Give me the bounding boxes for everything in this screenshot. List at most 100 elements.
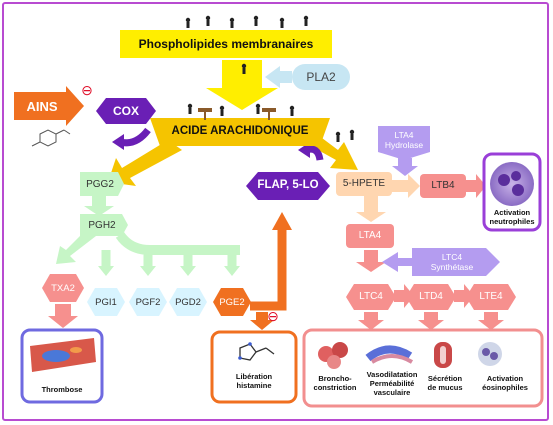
ltc4-synthetase-line1: LTC4 xyxy=(441,252,463,262)
pgi1-shape xyxy=(87,288,125,316)
broncho-label: Broncho- constriction xyxy=(306,374,364,392)
figures-top xyxy=(185,15,355,142)
histamine-box xyxy=(210,330,298,404)
arrow-ltd4-lte4 xyxy=(454,284,474,308)
arrow-pla2 xyxy=(265,66,292,88)
ltb4-shape xyxy=(420,174,466,198)
ltc4-synthetase-line2: Synthétase xyxy=(430,262,474,272)
vaso-illustration xyxy=(365,345,414,364)
mucus-illustration xyxy=(434,342,452,368)
arrow-ltc4-ltd4 xyxy=(394,284,414,308)
mucus-line1: Sécrétion xyxy=(427,374,463,383)
vaso-label: Vasodilatation Perméabilité vasculaire xyxy=(360,370,424,397)
arrow-pgg2-pgh2 xyxy=(84,195,114,216)
pla2-label: PLA2 xyxy=(306,70,336,84)
flap-hexagon xyxy=(246,172,330,200)
lta4-hydrolase-shape xyxy=(378,126,430,160)
txa2-shape xyxy=(42,274,84,302)
arrow-ltb4-neutro xyxy=(466,174,486,198)
arrow-synthetase xyxy=(382,252,414,272)
broncho-line1: Broncho- xyxy=(318,374,352,383)
arrow-pgh2-branch xyxy=(115,232,240,255)
outer-frame xyxy=(2,2,549,421)
arrow-lta4-ltc4 xyxy=(356,250,386,272)
lta4-shape xyxy=(346,224,394,248)
arrow-hpete-ltb4 xyxy=(392,174,420,198)
txa2-label: TXA2 xyxy=(51,283,75,294)
hpete-label: 5-HPETE xyxy=(342,178,386,189)
thrombose-illustration xyxy=(30,338,96,372)
ltc4-synthetase-label: LTC4 Synthétase xyxy=(412,252,492,272)
lta4-hydrolase-line2: Hydrolase xyxy=(384,140,424,150)
pgd2-shape xyxy=(169,288,207,316)
cox-hexagon xyxy=(96,98,156,124)
arrow-pge2-flap xyxy=(250,228,287,311)
neutrophiles-line2: neutrophiles xyxy=(489,217,535,226)
histamine-label: Libération histamine xyxy=(212,372,296,390)
phospholipides-box xyxy=(120,30,332,58)
pgd2-label: PGD2 xyxy=(175,297,201,308)
ains-arrow-shape xyxy=(14,86,84,126)
acide-label: ACIDE ARACHIDONIQUE xyxy=(171,125,309,137)
arrow-acide-to-pgg2 xyxy=(108,140,182,186)
arrow-cox-curve xyxy=(119,127,151,147)
pgh2-label: PGH2 xyxy=(88,220,116,231)
pge2-shape xyxy=(213,288,251,316)
eosino-line1: Activation xyxy=(486,374,524,383)
pgi1-label: PGI1 xyxy=(95,297,117,308)
phospholipides-label: Phospholipides membranaires xyxy=(138,37,314,51)
histamine-line1: Libération xyxy=(235,372,273,381)
pgg2-label: PGG2 xyxy=(86,179,114,190)
arrow-hydrolase xyxy=(392,158,418,176)
pge2-minus-icon: ⊖ xyxy=(267,308,279,324)
ains-molecule xyxy=(31,129,71,147)
arrow-phospho-to-acide xyxy=(206,60,278,110)
histamine-line2: histamine xyxy=(236,381,272,390)
vaso-line1: Vasodilatation xyxy=(366,370,418,379)
ltc4-shape xyxy=(346,284,396,310)
ltc4-synthetase-shape xyxy=(412,248,500,276)
pgg2-shape xyxy=(80,172,124,196)
ltd4-label: LTD4 xyxy=(419,291,443,302)
eosinophile-cell xyxy=(478,342,502,366)
pgf2-label: PGF2 xyxy=(135,297,161,308)
signposts xyxy=(198,108,276,120)
eosino-label: Activation éosinophiles xyxy=(472,374,538,392)
ltd4-shape xyxy=(406,284,456,310)
thrombose-label: Thrombose xyxy=(41,385,83,394)
pla2-pill xyxy=(292,64,350,90)
lta4-hydrolase-label: LTA4 Hydrolase xyxy=(378,130,430,150)
broncho-line2: constriction xyxy=(313,383,357,392)
acide-shape xyxy=(150,118,330,146)
arrow-txa2-thrombose xyxy=(48,304,78,328)
cox-label: COX xyxy=(112,104,139,118)
pgh2-shape xyxy=(80,214,128,236)
vaso-line2: Perméabilité xyxy=(369,379,415,388)
ains-minus-icon: ⊖ xyxy=(81,82,93,98)
lte4-label: LTE4 xyxy=(479,291,503,302)
lta4-hydrolase-line1: LTA4 xyxy=(394,130,414,140)
neutrophiles-line1: Activation xyxy=(493,208,531,217)
arrow-hpete-lta4 xyxy=(356,196,386,222)
vaso-line3: vasculaire xyxy=(373,388,411,397)
ltc4-label: LTC4 xyxy=(359,291,383,302)
neutrophile-cell xyxy=(490,162,534,206)
lte4-shape xyxy=(466,284,516,310)
pgf2-shape xyxy=(129,288,167,316)
pge2-label: PGE2 xyxy=(219,297,245,308)
mucus-line2: de mucus xyxy=(427,383,463,392)
neutrophiles-label: Activation neutrophiles xyxy=(484,208,540,226)
hpete-shape xyxy=(336,172,392,196)
flap-label: FLAP, 5-LO xyxy=(257,179,319,191)
arrow-to-histamine xyxy=(250,312,274,330)
arrow-pgh2-txa2 xyxy=(56,236,96,264)
histamine-molecule xyxy=(238,342,275,361)
ltb4-label: LTB4 xyxy=(431,180,455,191)
lta4-label: LTA4 xyxy=(358,230,382,241)
ains-label: AINS xyxy=(26,99,58,114)
mucus-label: Sécrétion de mucus xyxy=(420,374,470,392)
broncho-illustration xyxy=(318,342,348,369)
eosino-line2: éosinophiles xyxy=(482,383,528,392)
